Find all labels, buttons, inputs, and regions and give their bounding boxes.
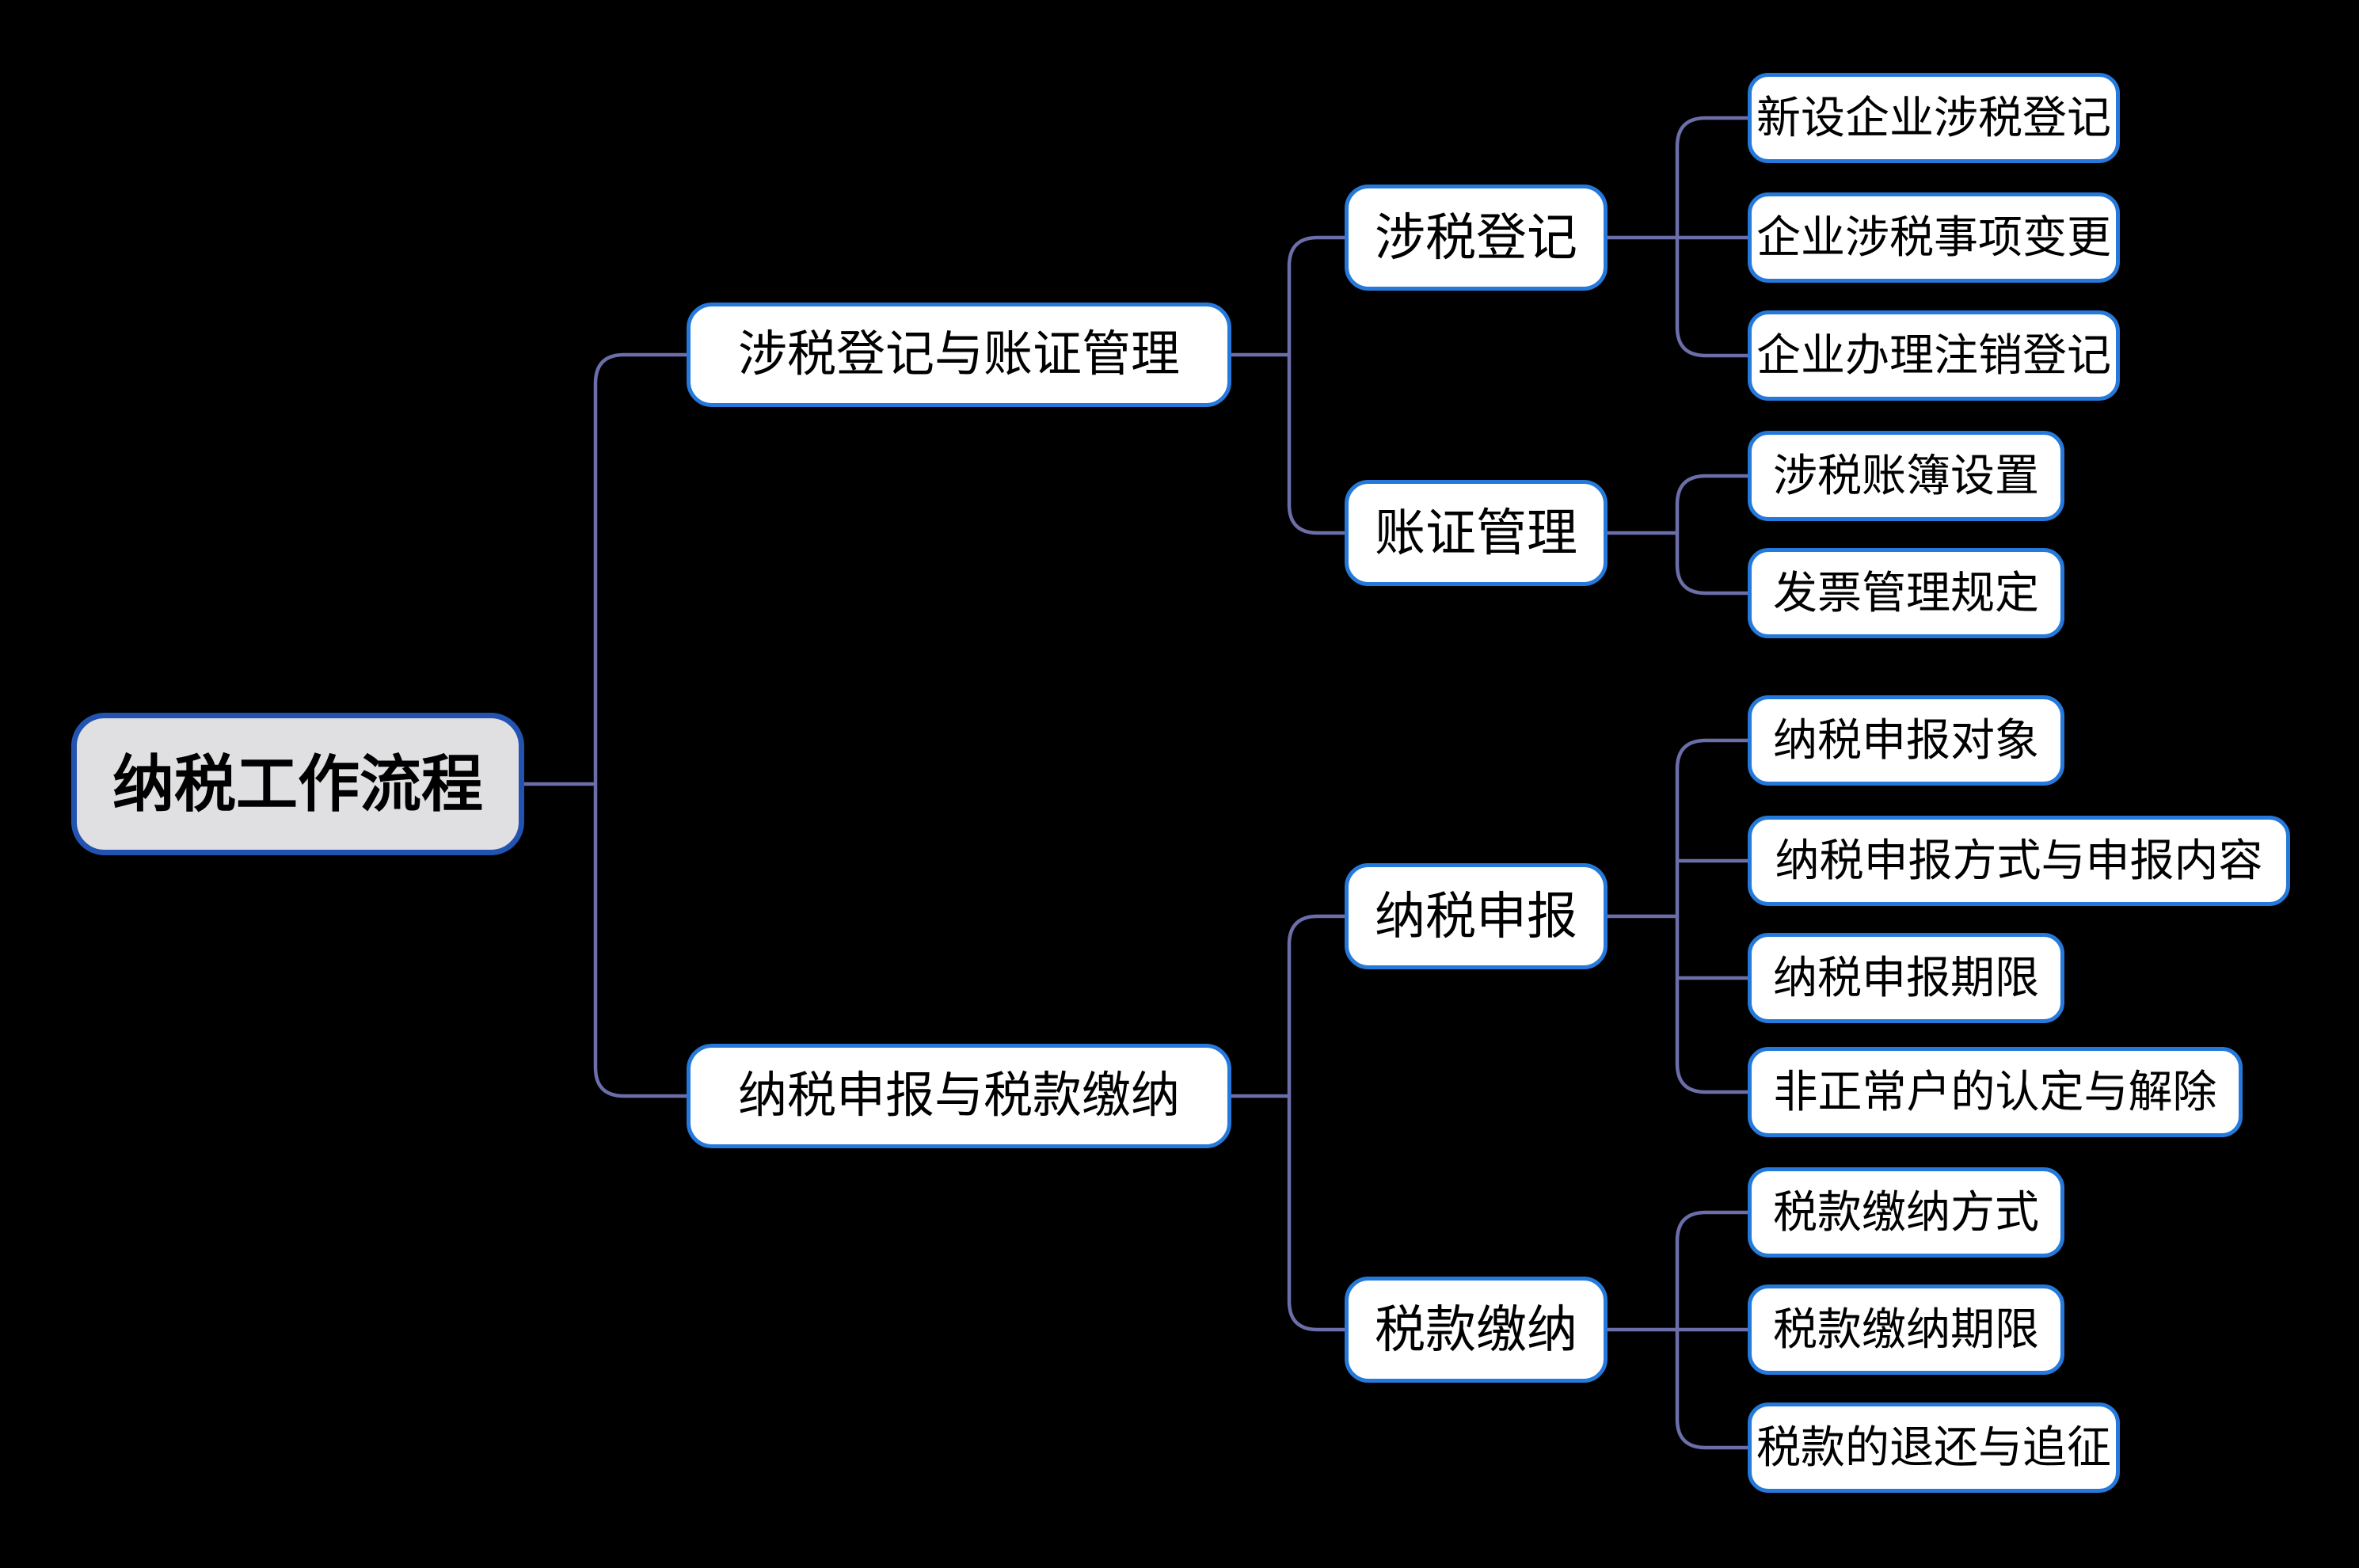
- connector-acct-trunk: [1675, 474, 1748, 596]
- node-leaf-declaration-target[interactable]: 纳税申报对象: [1748, 695, 2064, 786]
- node-leaf-invoice-management-rules[interactable]: 发票管理规定: [1748, 548, 2064, 638]
- node-branch-tax-registration-and-account-management[interactable]: 涉税登记与账证管理: [687, 303, 1231, 407]
- node-leaf-abnormal-account-determination[interactable]: 非正常户的认定与解除: [1748, 1047, 2243, 1137]
- node-leaf-enterprise-deregistration[interactable]: 企业办理注销登记: [1748, 310, 2120, 401]
- node-leaf-new-enterprise-tax-registration[interactable]: 新设企业涉税登记: [1748, 73, 2120, 163]
- node-tax-payment[interactable]: 税款缴纳: [1345, 1277, 1608, 1383]
- node-leaf-payment-deadline[interactable]: 税款缴纳期限: [1748, 1284, 2064, 1375]
- connector-decl-trunk: [1675, 738, 1748, 1094]
- connector-branch2-trunk: [1287, 914, 1345, 1332]
- node-tax-registration[interactable]: 涉税登记: [1345, 185, 1608, 291]
- node-tax-declaration[interactable]: 纳税申报: [1345, 863, 1608, 969]
- node-account-certificate-management[interactable]: 账证管理: [1345, 480, 1608, 586]
- node-root-tax-workflow[interactable]: 纳税工作流程: [71, 713, 524, 855]
- node-leaf-declaration-deadline[interactable]: 纳税申报期限: [1748, 933, 2064, 1023]
- node-leaf-tax-account-book-setup[interactable]: 涉税账簿设置: [1748, 431, 2064, 521]
- node-leaf-tax-refund-and-recovery[interactable]: 税款的退还与追征: [1748, 1402, 2120, 1493]
- node-leaf-declaration-method-and-content[interactable]: 纳税申报方式与申报内容: [1748, 816, 2290, 906]
- node-branch-tax-declaration-and-payment[interactable]: 纳税申报与税款缴纳: [687, 1044, 1231, 1148]
- node-leaf-payment-method[interactable]: 税款缴纳方式: [1748, 1167, 2064, 1258]
- connector-root-trunk: [593, 352, 687, 1098]
- connector-branch1-trunk: [1287, 235, 1345, 535]
- node-leaf-enterprise-tax-matter-change[interactable]: 企业涉税事项变更: [1748, 192, 2120, 283]
